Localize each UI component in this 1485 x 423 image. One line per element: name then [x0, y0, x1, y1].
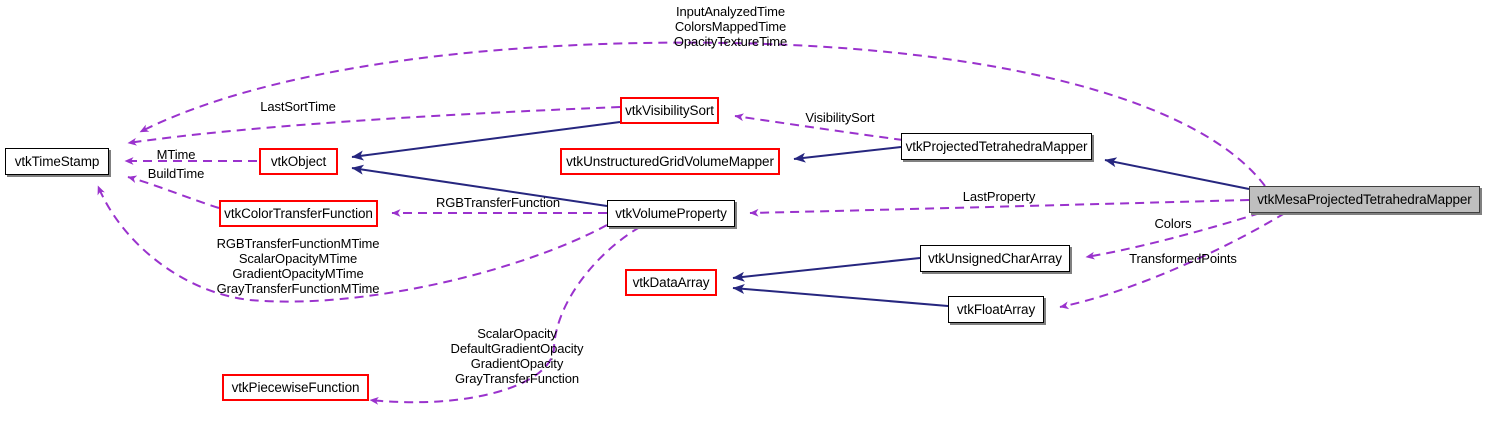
edge-label-volumeproperty-mtimes: RGBTransferFunctionMTime ScalarOpacityMT… [216, 236, 380, 296]
edge-mesa-mapper-to-timestamp [139, 41, 1266, 187]
edge-label-visibility-sort: VisibilitySort [805, 110, 875, 125]
edge-mesa-mapper-to-volumeproperty [749, 199, 1250, 217]
edge-projectedmapper-inherits-ugvmapper [793, 146, 902, 163]
edge-floatarray-inherits-dataarray [732, 283, 949, 307]
node-vtkmesaprojectedtetrahedramapper[interactable]: vtkMesaProjectedTetrahedraMapper [1249, 186, 1480, 213]
edge-colortransferfunction-to-timestamp [127, 175, 220, 209]
node-vtkobject[interactable]: vtkObject [259, 148, 338, 175]
edge-visibilitysort-to-timestamp [127, 106, 621, 146]
node-vtkunstructuredgridvolumemapper[interactable]: vtkUnstructuredGridVolumeMapper [560, 148, 780, 175]
edge-label-piecewise-usages: ScalarOpacity DefaultGradientOpacity Gra… [450, 326, 584, 386]
edge-label-mapper-timestamps: InputAnalyzedTime ColorsMappedTime Opaci… [673, 4, 788, 49]
edge-label-colors: Colors [1154, 216, 1192, 231]
node-vtkvisibilitysort[interactable]: vtkVisibilitySort [620, 97, 719, 124]
edge-volumeproperty-to-piecewisefunction [369, 226, 641, 405]
node-vtkdataarray[interactable]: vtkDataArray [625, 269, 717, 296]
edge-label-rgb-transfer-function: RGBTransferFunction [435, 195, 561, 210]
node-vtkfloatarray[interactable]: vtkFloatArray [948, 296, 1044, 323]
edge-label-build-time: BuildTime [147, 166, 205, 181]
edge-label-last-sort-time: LastSortTime [260, 99, 336, 114]
edge-projectedmapper-to-visibilitysort [734, 113, 904, 141]
edge-mesa-mapper-inherits-projectedmapper [1104, 157, 1250, 190]
node-vtkpiecewisefunction[interactable]: vtkPiecewiseFunction [222, 374, 369, 401]
node-vtkunsignedchararray[interactable]: vtkUnsignedCharArray [920, 245, 1070, 272]
edge-mesa-mapper-to-floatarray [1059, 212, 1286, 310]
edge-unsignedchararray-inherits-dataarray [732, 257, 921, 282]
edge-mesa-mapper-to-unsignedchararray [1085, 212, 1261, 260]
edge-volumeproperty-inherits-object [351, 164, 608, 207]
node-vtkcolortransferfunction[interactable]: vtkColorTransferFunction [219, 200, 378, 227]
edge-label-transformed-points: TransformedPoints [1129, 251, 1237, 266]
edge-visibilitysort-inherits-object [351, 121, 621, 161]
edge-volumeproperty-to-timestamp [97, 185, 608, 303]
node-vtktimestamp[interactable]: vtkTimeStamp [5, 148, 109, 175]
edge-label-mtime: MTime [156, 147, 196, 162]
node-vtkvolumeproperty[interactable]: vtkVolumeProperty [607, 200, 735, 227]
node-vtkprojectedtetrahedramapper[interactable]: vtkProjectedTetrahedraMapper [901, 133, 1092, 160]
edge-label-last-property: LastProperty [962, 189, 1036, 204]
